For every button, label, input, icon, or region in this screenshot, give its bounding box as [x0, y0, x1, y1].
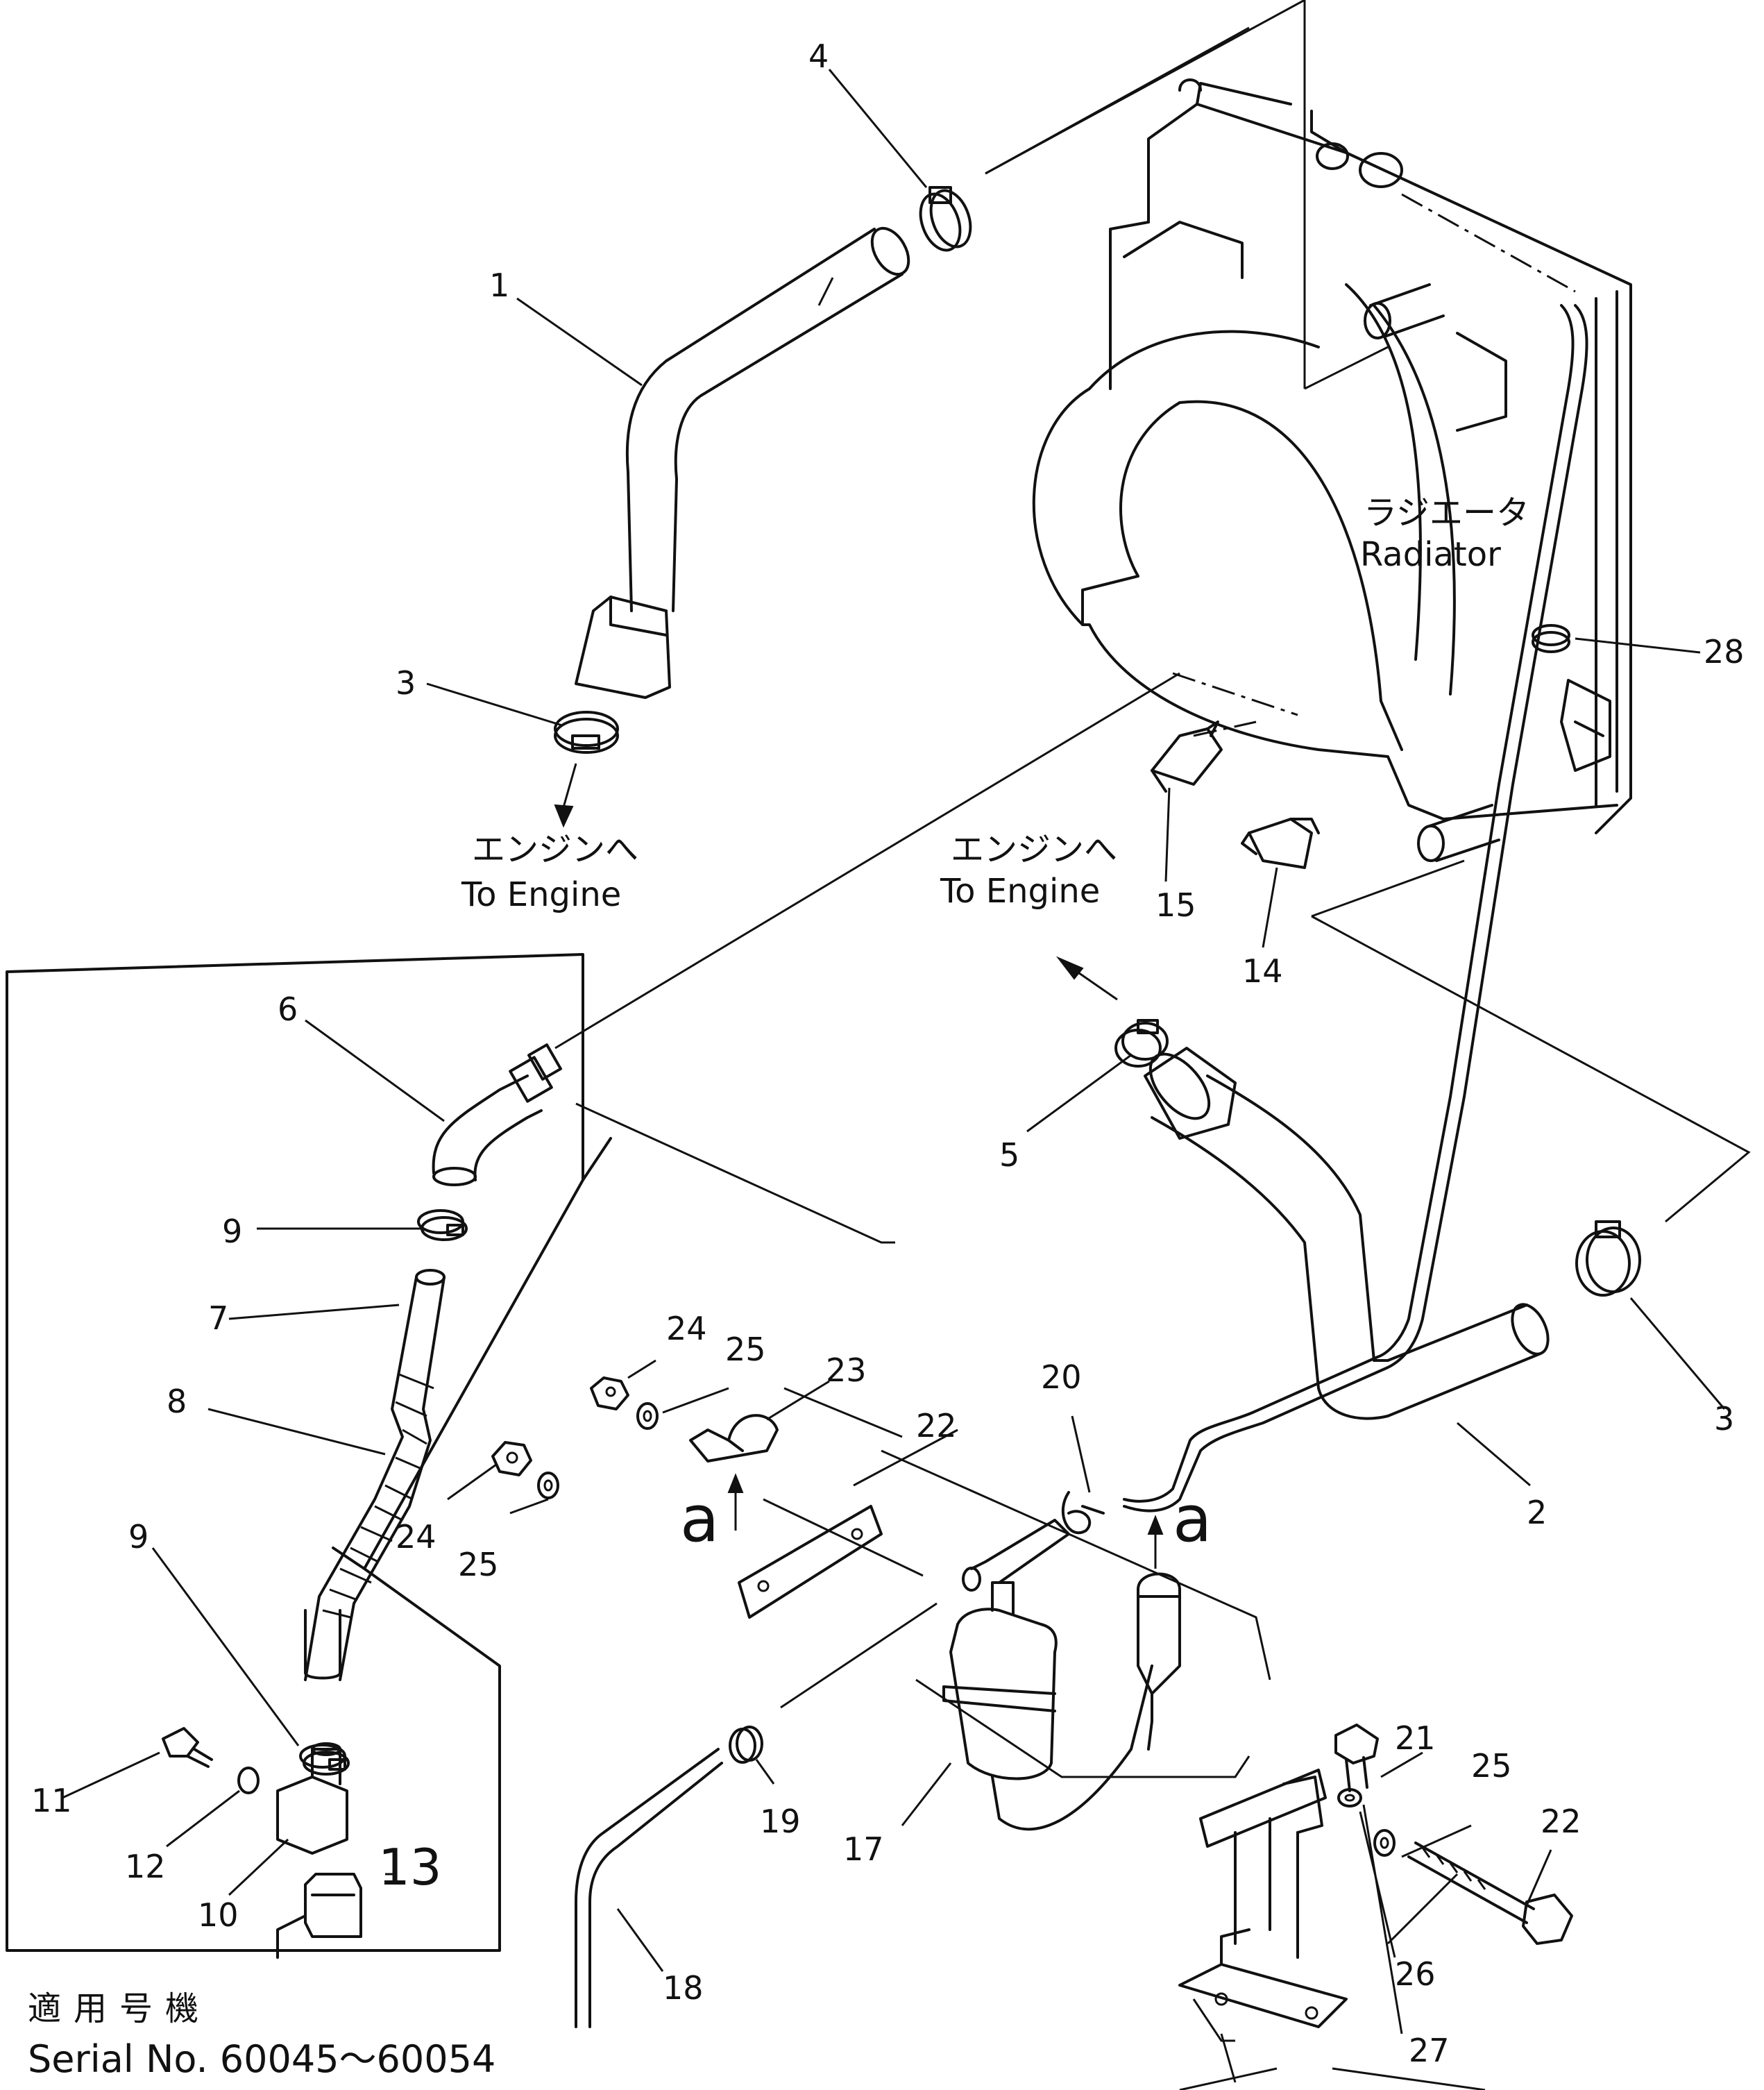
clamp-9-upper [417, 1209, 468, 1241]
callout-9-lower: 9 [128, 1518, 149, 1556]
serial-label-en: Serial No. 60045～60054 [28, 2037, 495, 2081]
part-1-upper-hose [575, 226, 910, 699]
callout-16: 17 [843, 1830, 884, 1868]
part-24-nut-lower [491, 1441, 532, 1476]
part-16-reservoir-tank [942, 1519, 1153, 1831]
part-25-washer-1 [636, 1402, 659, 1430]
clamp-5 [1114, 1019, 1169, 1068]
callout-10: 10 [198, 1896, 239, 1934]
callout-numbers: 4 1 3 6 9 7 8 9 11 12 10 13 15 14 5 28 3… [31, 37, 1745, 2069]
callout-25-upper: 25 [725, 1331, 766, 1368]
serial-label-jp: 適用号機 [28, 1989, 211, 2028]
clip-19 [1061, 1491, 1105, 1535]
text-labels: ラジエータ Radiator エンジンへ To Engine エンジンへ To … [28, 494, 1529, 2081]
part-12-washer [237, 1767, 260, 1794]
callout-9-upper: 9 [222, 1213, 242, 1250]
callout-5: 5 [999, 1136, 1019, 1174]
callout-3-lower: 3 [1714, 1400, 1734, 1438]
part-10-fitting-block [276, 1742, 348, 1855]
part-17-drain-hose [575, 1748, 723, 2028]
part-22-long-bolt [1407, 1842, 1573, 1945]
callout-27: 27 [1409, 2032, 1450, 2069]
callout-2: 2 [1527, 1494, 1547, 1531]
callout-19: 20 [1041, 1358, 1082, 1396]
part-2-lower-hose [1144, 1047, 1550, 1420]
callout-24-lower: 24 [396, 1518, 436, 1556]
to-engine-left-en: To Engine [461, 875, 621, 914]
callout-21: 22 [916, 1407, 957, 1444]
callout-15: 15 [1155, 886, 1196, 924]
callout-13: 13 [378, 1838, 442, 1896]
radiator [985, 0, 1632, 862]
callout-24-upper: 24 [666, 1310, 707, 1347]
callout-17: 18 [663, 1969, 704, 2007]
part-6-elbow-hose [432, 1043, 562, 1186]
callout-8: 8 [167, 1383, 187, 1420]
elbow-fitting-15 [1151, 720, 1223, 793]
callout-22: 22 [1541, 1803, 1581, 1840]
radiator-label-jp: ラジエータ [1364, 494, 1529, 532]
routing-lines [554, 26, 1751, 1778]
sensor-plug [1137, 1572, 1181, 1751]
part-28-breather-tube [1123, 304, 1588, 1512]
clamp-4 [919, 186, 972, 252]
callout-14: 14 [1242, 952, 1283, 990]
callout-11: 11 [31, 1782, 72, 1819]
callout-26: 26 [1395, 1955, 1436, 1993]
callout-3-upper: 3 [396, 664, 416, 702]
part-13-banjo-fitting [276, 1873, 362, 1959]
part-23-clip [689, 1414, 779, 1463]
callout-23: 23 [826, 1351, 867, 1389]
callout-25-lower: 25 [458, 1546, 499, 1583]
clamp-3-upper [554, 711, 619, 754]
part-25-washer-3 [1373, 1829, 1396, 1857]
elbow-fitting-14 [1241, 818, 1320, 869]
view-letter-a-left: a [680, 1482, 719, 1556]
clamp-3-lower [1575, 1220, 1641, 1297]
inset-box [6, 953, 612, 1952]
callout-18: 19 [760, 1803, 801, 1840]
part-20-bracket-stand [1178, 1769, 1486, 2090]
part-21-bracket [738, 1505, 883, 1619]
part-24-nut-upper [590, 1376, 629, 1410]
radiator-label-en: Radiator [1360, 535, 1501, 574]
to-engine-left-jp: エンジンへ [472, 830, 638, 869]
callout-20: 21 [1395, 1719, 1436, 1757]
clamp-18 [729, 1726, 763, 1764]
callout-28: 28 [1704, 633, 1745, 671]
callout-leaders [62, 69, 1726, 2034]
callout-4: 4 [808, 37, 829, 75]
centre-lines [1172, 193, 1576, 737]
callout-1: 1 [489, 267, 509, 304]
view-letter-a-right: a [1173, 1482, 1212, 1556]
part-11-bolt [162, 1727, 213, 1768]
callout-6: 6 [278, 991, 298, 1028]
callout-12: 12 [125, 1848, 166, 1885]
part-7-8-wrapped-hose [304, 1269, 446, 1681]
arrows [554, 763, 1164, 1569]
to-engine-right-jp: エンジンへ [951, 830, 1117, 869]
to-engine-right-en: To Engine [940, 872, 1100, 911]
part-27-washer [1337, 1788, 1362, 1807]
callout-25-right: 25 [1471, 1747, 1512, 1785]
part-25-washer-2 [537, 1472, 559, 1499]
part-26-bolt [1334, 1724, 1379, 1792]
callout-7: 7 [208, 1299, 228, 1337]
